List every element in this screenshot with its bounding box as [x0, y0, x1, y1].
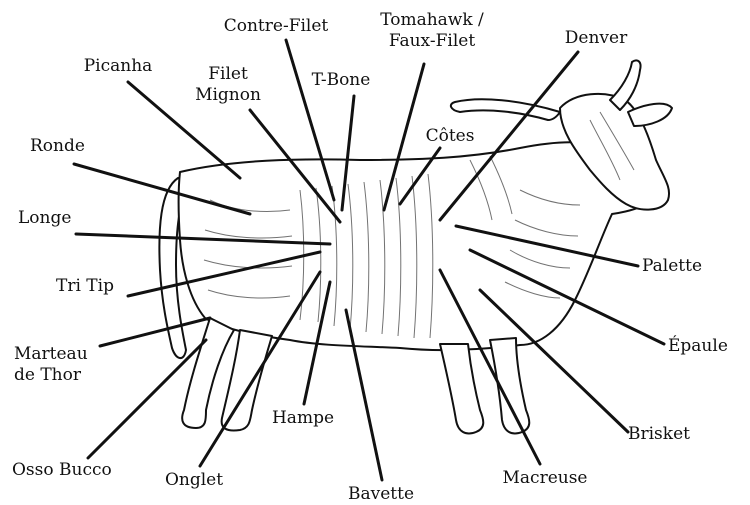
label-brisket: Brisket: [628, 424, 690, 445]
cow-horn-left: [451, 99, 560, 120]
label-marteau-line2: de Thor: [14, 365, 88, 386]
label-macreuse: Macreuse: [503, 468, 588, 489]
label-hampe: Hampe: [272, 408, 334, 429]
label-t-bone: T-Bone: [312, 70, 371, 91]
cow-horn-right: [610, 60, 641, 110]
label-epaule: Épaule: [668, 336, 728, 357]
label-filet-mignon: Filet Mignon: [195, 64, 261, 106]
label-filet-mignon-line1: Filet: [195, 64, 261, 85]
cow-body: [159, 60, 672, 433]
label-picanha: Picanha: [84, 56, 153, 77]
label-tomahawk-line1: Tomahawk /: [380, 10, 484, 31]
label-contre-filet: Contre-Filet: [224, 16, 329, 37]
label-tomahawk: Tomahawk / Faux-Filet: [380, 10, 484, 52]
label-bavette: Bavette: [348, 484, 414, 505]
label-denver: Denver: [565, 28, 627, 49]
label-osso-bucco: Osso Bucco: [12, 460, 112, 481]
label-cotes: Côtes: [426, 126, 475, 147]
label-tri-tip: Tri Tip: [56, 276, 114, 297]
cow-rear-leg-front: [222, 330, 272, 431]
label-longe: Longe: [18, 208, 71, 229]
label-tomahawk-line2: Faux-Filet: [380, 31, 484, 52]
label-marteau-de-thor: Marteau de Thor: [14, 344, 88, 386]
cow-front-leg-back: [440, 344, 483, 434]
label-filet-mignon-line2: Mignon: [195, 85, 261, 106]
label-onglet: Onglet: [165, 470, 223, 491]
cow-ear: [628, 104, 672, 126]
label-marteau-line1: Marteau: [14, 344, 88, 365]
cow-front-leg-front: [490, 338, 529, 434]
label-palette: Palette: [642, 256, 702, 277]
leader-marteau: [100, 318, 210, 346]
label-ronde: Ronde: [30, 136, 85, 157]
